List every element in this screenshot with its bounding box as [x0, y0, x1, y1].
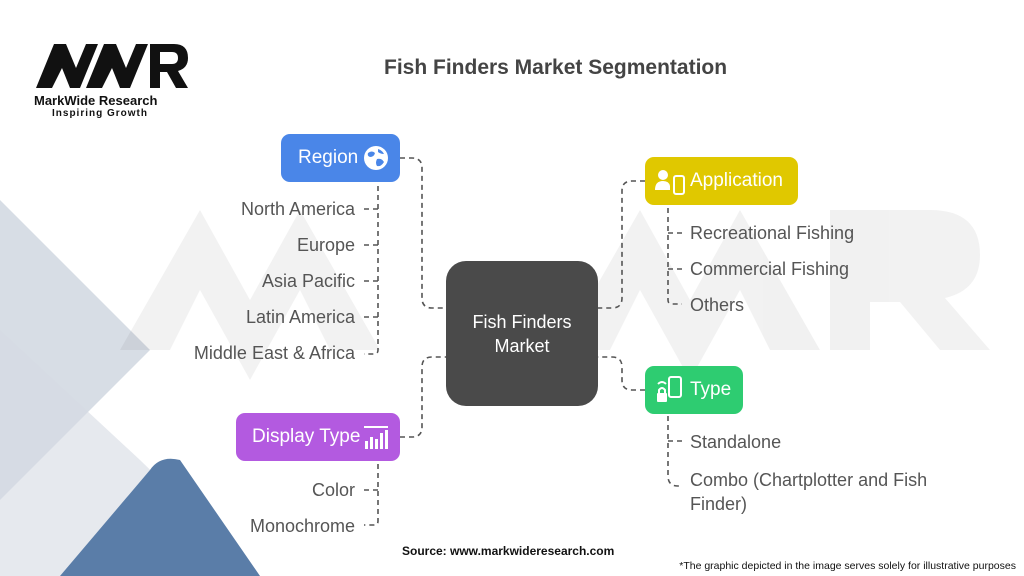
connector-display-items — [364, 464, 379, 526]
watermark-logo — [120, 210, 990, 380]
application-item: Recreational Fishing — [690, 223, 855, 243]
bar-chart-icon — [364, 426, 388, 449]
center-node: Fish Finders Market — [446, 261, 598, 406]
segment-type-label: Type — [690, 379, 732, 400]
segment-region: Region — [281, 134, 400, 182]
source-text: Source: www.markwideresearch.com — [402, 544, 615, 558]
connector-region — [400, 157, 446, 309]
segment-display-type: Display Type — [236, 413, 400, 461]
connector-application — [598, 180, 645, 309]
region-item: Asia Pacific — [261, 271, 355, 291]
type-item: Standalone — [690, 432, 782, 452]
connector-type — [598, 356, 645, 391]
globe-icon — [364, 146, 388, 170]
brand-tagline: Inspiring Growth — [52, 108, 148, 119]
type-item: Combo (Chartplotter and Fish Finder) — [690, 470, 928, 514]
region-item: Europe — [296, 235, 355, 255]
connector-type-items — [667, 416, 682, 487]
phone-lock-icon — [657, 376, 682, 402]
application-item: Commercial Fishing — [690, 259, 850, 279]
segment-application-label: Application — [690, 170, 783, 191]
connector-display-type — [400, 356, 446, 438]
brand-name: MarkWide Research — [34, 93, 158, 108]
disclaimer-text: *The graphic depicted in the image serve… — [679, 560, 1016, 572]
display-type-item: Color — [311, 480, 355, 500]
connector-application-items — [667, 208, 682, 305]
segment-region-label: Region — [298, 147, 359, 168]
region-item: Middle East & Africa — [193, 343, 355, 363]
segment-application: Application — [645, 157, 798, 205]
segment-type: Type — [645, 366, 743, 414]
segment-display-type-label: Display Type — [252, 426, 361, 447]
bg-triangle-dark — [60, 458, 260, 576]
region-item: North America — [240, 199, 355, 219]
user-device-icon — [655, 170, 685, 195]
connector-region-items — [364, 168, 379, 355]
center-label: Fish Finders Market — [472, 311, 572, 356]
markwide-logo — [36, 44, 188, 88]
page-title: Fish Finders Market Segmentation — [384, 56, 728, 79]
region-item: Latin America — [245, 307, 355, 327]
application-item: Others — [690, 295, 745, 315]
display-type-item: Monochrome — [249, 516, 355, 536]
